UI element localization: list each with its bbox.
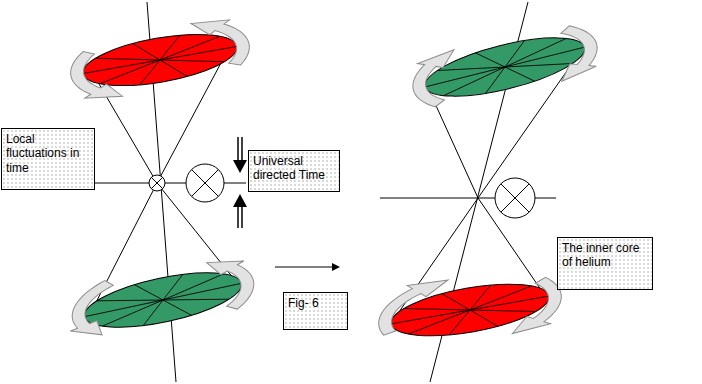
rotating-disk (373, 259, 567, 356)
disk-spoke (438, 38, 573, 95)
cross-line (192, 170, 219, 197)
rotation-arrow (373, 278, 456, 335)
disk-spoke (96, 36, 225, 83)
time-arrow-shaft (237, 206, 239, 228)
rotation-arrow (67, 46, 122, 104)
cross-line (151, 177, 162, 188)
cross-circle (186, 164, 224, 202)
text-box: Fig- 6 (283, 292, 348, 330)
time-arrow-shaft (237, 137, 239, 161)
cone-line (428, 88, 548, 300)
disk-spoke (96, 36, 225, 83)
disk-spoke (97, 274, 229, 326)
time-arrow-head (233, 160, 247, 173)
cross-line (501, 184, 529, 212)
cross-line (151, 177, 162, 188)
disk-ellipse (420, 26, 590, 108)
text-box: Universal directed Time (248, 150, 340, 192)
text-box: The inner core of helium (557, 237, 653, 290)
rotation-arrow (549, 21, 603, 82)
text-box: Local fluctuations in time (1, 128, 95, 190)
rotation-arrow (62, 279, 123, 341)
rotating-disk (406, 16, 603, 117)
transition-arrow (275, 267, 332, 268)
cross-line (192, 170, 219, 197)
cone-line (92, 72, 238, 284)
time-arrow-shaft (241, 137, 243, 161)
transition-arrow-head (332, 263, 340, 271)
time-arrow-head (233, 194, 247, 207)
disk-ellipse (79, 25, 240, 95)
rotation-arrow (207, 254, 259, 313)
cross-circle (149, 175, 165, 191)
rotation-arrow (406, 50, 466, 111)
box-label: Fig- 6 (288, 296, 343, 310)
rotating-disk (62, 250, 259, 344)
disk-spoke (97, 274, 229, 326)
box-label: Local fluctuations in time (6, 132, 90, 175)
disk-spoke (438, 38, 573, 95)
time-arrow-shaft (241, 206, 243, 228)
cross-line (501, 184, 529, 212)
box-label: Universal directed Time (253, 154, 335, 183)
cross-circle (495, 178, 535, 218)
rotation-arrow (191, 14, 252, 72)
box-label: The inner core of helium (562, 241, 648, 270)
rotating-disk (66, 14, 255, 104)
